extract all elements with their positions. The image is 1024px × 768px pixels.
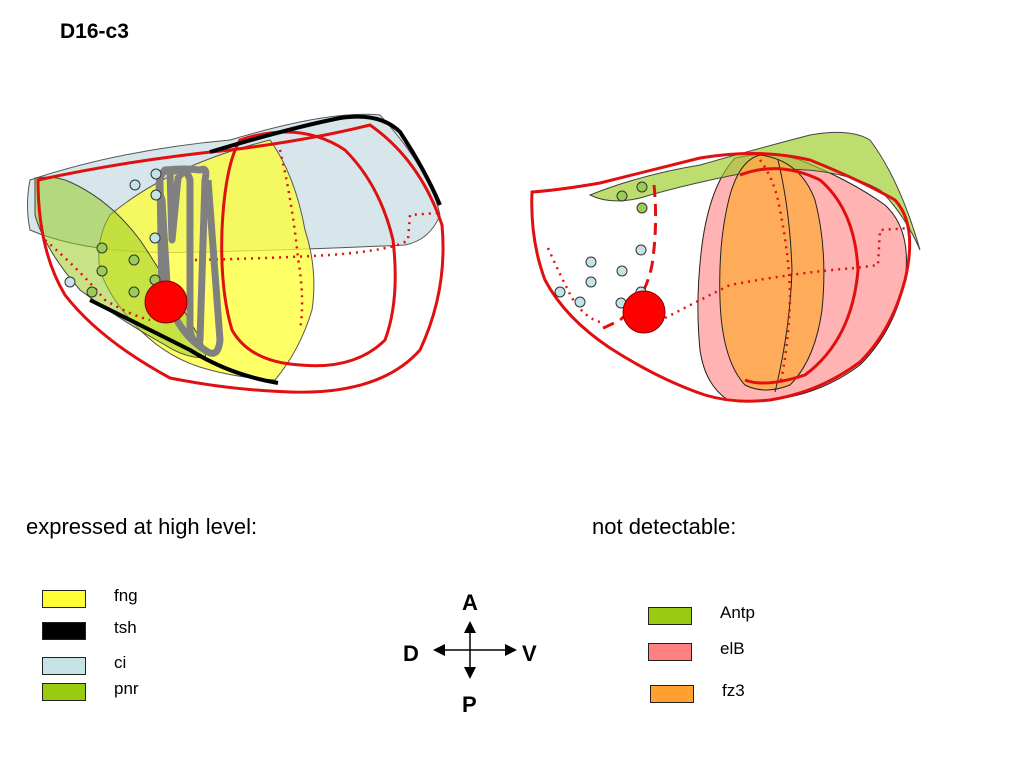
left-inner-outline	[220, 130, 397, 368]
left-dotted-boundary-ap	[278, 149, 304, 331]
left-tsh-line-lower	[89, 298, 279, 385]
compass-label-anterior: A	[462, 590, 478, 615]
compass-arrows	[433, 621, 517, 679]
expressed-heading: expressed at high level:	[26, 514, 258, 539]
legend-label-tsh: tsh	[114, 618, 137, 637]
right-red-spot	[622, 290, 666, 334]
compass-label-ventral: V	[522, 641, 537, 666]
legend-label-antp: Antp	[720, 603, 755, 622]
legend-label-pnr: pnr	[114, 679, 139, 698]
compass-label-posterior: P	[462, 692, 477, 717]
left-outer-outline	[36, 123, 445, 394]
legend-label-fng: fng	[114, 586, 138, 605]
right-dashed-boundary	[597, 184, 658, 332]
legend-label-ci: ci	[114, 653, 127, 672]
legend-label-elb: elB	[720, 639, 745, 658]
left-dotted-boundary-lower	[44, 239, 151, 322]
left-red-spot	[144, 280, 188, 324]
right-inner-outline	[739, 167, 860, 385]
legend-swatch-ci	[42, 657, 86, 675]
figure-title: D16-c3	[60, 20, 129, 43]
legend-swatch-antp	[648, 607, 692, 625]
not-detectable-heading: not detectable:	[592, 514, 737, 539]
left-ci-cells	[64, 168, 162, 288]
left-disc	[27, 113, 445, 394]
legend-swatch-elb	[648, 643, 692, 661]
left-tsh-line-upper	[209, 114, 442, 206]
legend-swatch-pnr	[42, 683, 86, 701]
legend-swatch-fng	[42, 590, 86, 608]
legend-swatch-tsh	[42, 622, 86, 640]
right-pnr-cells	[616, 181, 648, 214]
right-fz3-inner-line	[774, 159, 793, 393]
left-gray-track	[155, 165, 224, 357]
right-outer-outline	[530, 151, 912, 403]
compass-label-dorsal: D	[403, 641, 419, 666]
right-fz3-region	[719, 154, 825, 391]
legend-swatch-fz3	[650, 685, 694, 703]
right-disc	[530, 131, 921, 403]
right-antp-region	[588, 131, 921, 251]
legend-label-fz3: fz3	[722, 681, 745, 700]
left-pnr-cells	[86, 242, 161, 298]
